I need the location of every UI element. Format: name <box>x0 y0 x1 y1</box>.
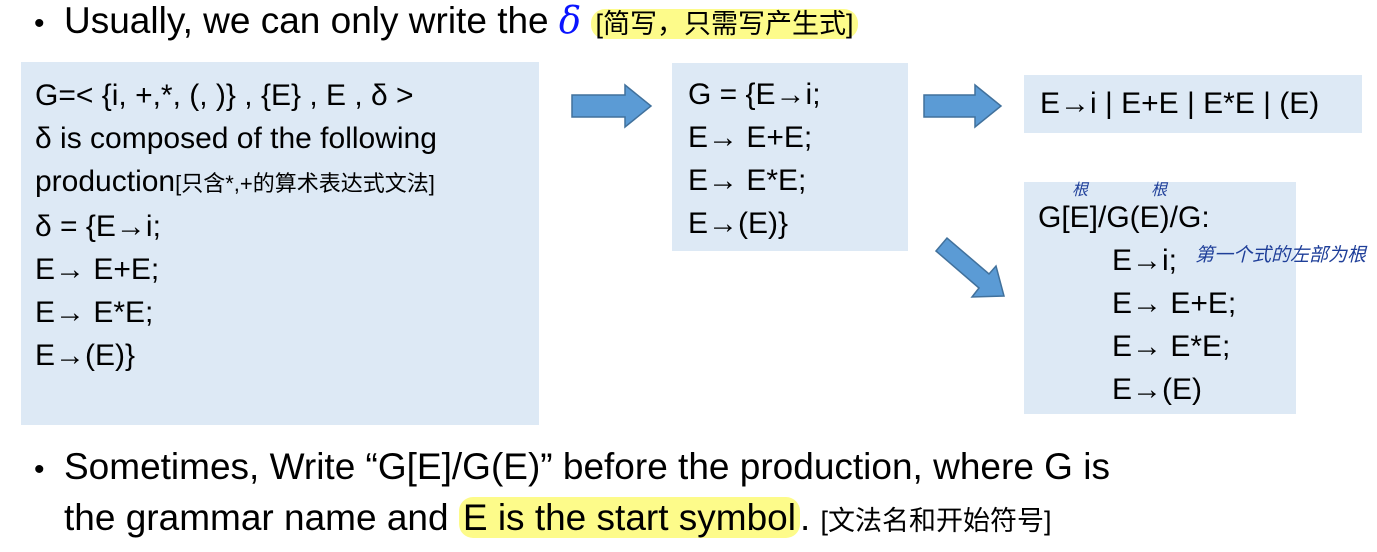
grammar-header: G[E]/G(E)/G: <box>1038 201 1210 234</box>
bullet2-line2-pre: the grammar name and <box>64 497 459 538</box>
bullet-dot: • <box>34 453 45 486</box>
right-arrow-icon <box>571 83 653 129</box>
right-arrow-icon <box>923 83 1003 129</box>
g-production-4: E→(E)} <box>688 207 789 240</box>
delta-symbol: δ <box>558 0 582 42</box>
sp-production-1: E→i; <box>1112 244 1178 277</box>
grammar-definition-box: G=< {i, +,*, (, )} , {E} , E , δ > δ is … <box>21 62 539 425</box>
production-2: E→ E+E; <box>35 253 160 286</box>
bullet-sometimes-line2: the grammar name and E is the start symb… <box>64 495 1052 544</box>
delta-composed-line: δ is composed of the following <box>35 122 437 155</box>
production-cn-note: [只含*,+的算术表达式文法] <box>175 171 435 196</box>
g-production-3: E→ E*E; <box>688 164 807 197</box>
bullet2-line1: Sometimes, Write “G[E]/G(E)” before the … <box>64 446 1110 487</box>
bullet-dot: • <box>34 7 45 40</box>
sp-production-4: E→(E) <box>1112 373 1202 406</box>
sp-production-2: E→ E+E; <box>1112 287 1237 320</box>
bullet-usually: • Usually, we can only write the δ [简写，只需… <box>34 0 858 47</box>
handwritten-root-note: 第一个式的左部为根 <box>1195 244 1367 266</box>
diagonal-arrow-icon <box>934 236 1005 298</box>
grammar-tuple: G=< {i, +,*, (, )} , {E} , E , δ > <box>35 79 414 112</box>
bullet1-cn-note: [简写，只需写产生式] <box>591 9 858 39</box>
g-set-box: G = {E→i; E→ E+E; E→ E*E; E→(E)} <box>672 63 908 251</box>
production-3: E→ E*E; <box>35 296 154 329</box>
production-line: production[只含*,+的算术表达式文法] <box>35 160 539 205</box>
compact-production: E→i | E+E | E*E | (E) <box>1040 87 1320 120</box>
start-symbol-highlight: E is the start symbol <box>458 497 800 538</box>
bullet1-text: Usually, we can only write the <box>64 0 559 41</box>
handwritten-root-mark-1: 根 <box>1072 180 1089 199</box>
start-symbol-box: G[E]/G(E)/G: E→i; E→ E+E; E→ E*E; E→(E) <box>1024 182 1296 414</box>
bullet-sometimes: • Sometimes, Write “G[E]/G(E)” before the… <box>34 444 1110 493</box>
g-production-1: G = {E→i; <box>688 78 821 111</box>
compact-production-box: E→i | E+E | E*E | (E) <box>1024 75 1362 133</box>
production-4: E→(E)} <box>35 339 136 372</box>
handwritten-root-mark-2: 根 <box>1151 180 1168 199</box>
g-production-2: E→ E+E; <box>688 121 813 154</box>
sp-production-3: E→ E*E; <box>1112 330 1231 363</box>
bullet2-cn-note: [文法名和开始符号] <box>820 506 1052 536</box>
production-word: production <box>35 165 176 198</box>
production-1: δ = {E→i; <box>35 210 161 243</box>
bullet2-line2-post: . <box>799 497 821 538</box>
